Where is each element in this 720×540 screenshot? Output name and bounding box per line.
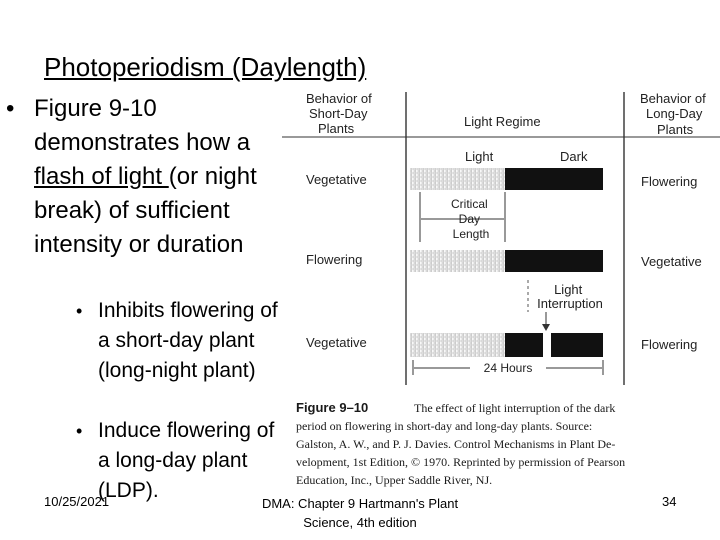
header-long-day: Behavior of Long-Day Plants bbox=[640, 91, 709, 137]
sub-bullet-text: Induce flowering of a long-day plant (LD… bbox=[98, 419, 275, 502]
bullet-marker: • bbox=[6, 95, 15, 122]
sub-bullet: • Inhibits flowering of a short-day plan… bbox=[76, 296, 296, 416]
sub-bullet-marker: • bbox=[76, 301, 83, 321]
row3-dark-bar-1 bbox=[505, 333, 543, 357]
sub-bullet-marker: • bbox=[76, 421, 83, 441]
header-short-day: Behavior of Short-Day Plants bbox=[306, 91, 375, 136]
figure-caption: Figure 9–10 The effect of light interrup… bbox=[296, 400, 628, 487]
row2-short-day-label: Flowering bbox=[306, 252, 362, 267]
row1-long-day-label: Flowering bbox=[641, 174, 697, 189]
footer-source: DMA: Chapter 9 Hartmann's Plant Science,… bbox=[261, 496, 459, 530]
sub-bullet: • Induce flowering of a long-day plant (… bbox=[76, 416, 296, 506]
row2-light-bar bbox=[410, 250, 505, 272]
slide-title: Photoperiodism (Daylength) bbox=[44, 52, 367, 82]
bullet-text-before: Figure 9-10 demonstrates how a bbox=[34, 95, 251, 156]
row1-dark-bar bbox=[505, 168, 603, 190]
row3-dark-bar-2 bbox=[551, 333, 603, 357]
row2-long-day-label: Vegetative bbox=[641, 254, 702, 269]
main-bullet-text: Figure 9-10 demonstrates how a flash of … bbox=[34, 92, 274, 262]
row3-short-day-label: Vegetative bbox=[306, 335, 367, 350]
critical-day-length-label: Critical Day Length bbox=[451, 197, 491, 241]
row2-dark-bar bbox=[505, 250, 603, 272]
interruption-arrowhead bbox=[542, 324, 550, 331]
bullet-text-after: (or night break) of sufficient intensity… bbox=[34, 163, 257, 258]
row3-long-day-label: Flowering bbox=[641, 337, 697, 352]
sub-bullet-text: Inhibits flowering of a short-day plant … bbox=[98, 299, 278, 382]
footer-date: 10/25/2021 bbox=[44, 494, 110, 509]
row3-light-bar bbox=[410, 333, 505, 357]
dark-label: Dark bbox=[560, 149, 588, 164]
light-label: Light bbox=[465, 149, 494, 164]
row1-light-bar bbox=[410, 168, 505, 190]
row1-short-day-label: Vegetative bbox=[306, 172, 367, 187]
hours-label: 24 Hours bbox=[484, 361, 533, 375]
flash-of-light-text: flash of light bbox=[34, 163, 169, 190]
light-interruption-label: Light Interruption bbox=[537, 282, 603, 311]
header-light-regime: Light Regime bbox=[464, 114, 541, 129]
page-number: 34 bbox=[662, 494, 677, 509]
